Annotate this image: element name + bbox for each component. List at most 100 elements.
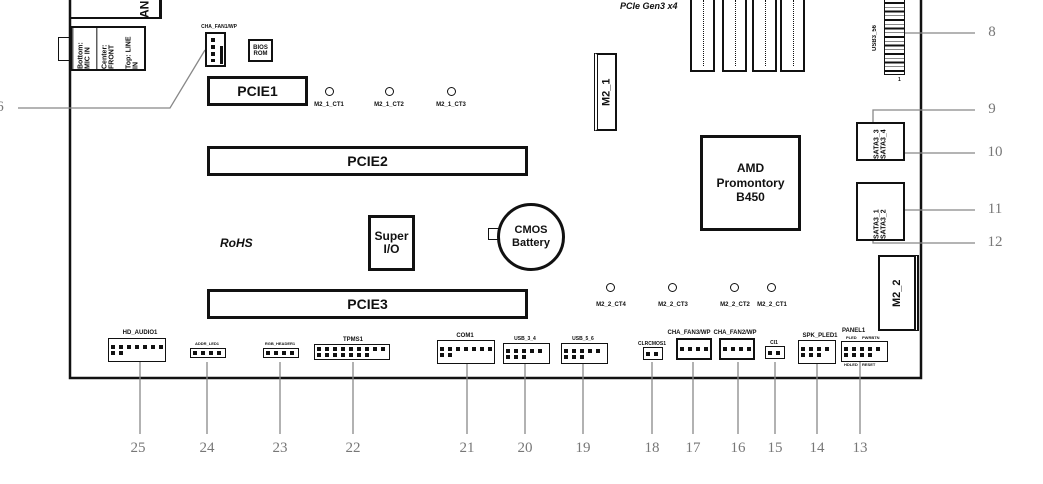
usb3-pin1-label: 1 — [898, 77, 901, 83]
usb56-label: USB_5_6 — [572, 336, 594, 342]
rohs-label: RoHS — [220, 236, 253, 250]
callout-15: 15 — [767, 440, 783, 456]
callout-10: 10 — [987, 144, 1003, 160]
memory-slot-1 — [690, 0, 715, 72]
cmos-battery: CMOS Battery — [497, 203, 565, 271]
board-outline — [68, 0, 923, 380]
rear-io-fan-block: AN — [70, 0, 162, 19]
callout-14: 14 — [809, 440, 825, 456]
hd-audio-label: HD_AUDIO1 — [122, 330, 158, 336]
spk-pled-label: SPK_PLED1 — [802, 333, 838, 339]
callout-12: 12 — [987, 234, 1003, 250]
m2-2-ct3-standoff — [668, 283, 677, 292]
bios-rom: BIOS ROM — [248, 39, 273, 62]
m2-1-slot: M2_1 — [594, 53, 617, 131]
pcie3-slot: PCIE3 — [207, 289, 528, 319]
m2-2-ct2-standoff — [730, 283, 739, 292]
sata3-34-connector: SATA3_3 SATA3_4 — [856, 122, 905, 161]
callout-6: 6 — [0, 99, 4, 115]
usb56-header — [561, 343, 608, 364]
rear-fan-label: AN — [130, 0, 160, 19]
cha-fan1-label: CHA_FAN1/WP — [201, 24, 237, 30]
cha-fan2-label: CHA_FAN2/WP — [713, 330, 757, 336]
panel-header — [841, 341, 888, 362]
m2-2-ct4-label: M2_2_CT4 — [596, 302, 626, 308]
m2-1-ct2-standoff — [385, 87, 394, 96]
audio-jack-block: Bottom: MIC IN Center: FRONT Top: LINE I… — [70, 26, 146, 71]
callout-16: 16 — [730, 440, 746, 456]
clrcmos-jumper — [643, 347, 663, 360]
panel-label: PANEL1 — [842, 328, 866, 334]
callout-22: 22 — [345, 440, 361, 456]
usb34-label: USB_3_4 — [514, 336, 536, 342]
callout-11: 11 — [987, 201, 1003, 217]
ci-header — [765, 346, 785, 359]
callout-24: 24 — [199, 440, 215, 456]
m2-1-ct3-standoff — [447, 87, 456, 96]
reset-label: RESET — [862, 362, 876, 367]
m2-2-ct4-standoff — [606, 283, 615, 292]
rgb-header — [263, 348, 299, 358]
m2-1-ct1-label: M2_1_CT1 — [314, 102, 344, 108]
callout-17: 17 — [685, 440, 701, 456]
audio-mic-in: Bottom: MIC IN — [72, 28, 97, 69]
pled-label: PLED — [846, 335, 857, 340]
pwrbtn-label: PWRBTN — [862, 335, 880, 340]
audio-line-in: Top: LINE IN — [125, 36, 140, 69]
tpms-header — [314, 344, 390, 360]
usb34-header — [503, 343, 550, 364]
com-label: COM1 — [456, 333, 474, 339]
callout-13: 13 — [852, 440, 868, 456]
addr-led-header — [190, 348, 226, 358]
audio-front: Center: FRONT — [96, 28, 121, 69]
tpms-label: TPMS1 — [342, 337, 364, 343]
com-header — [437, 340, 495, 364]
callout-8: 8 — [988, 24, 996, 40]
usb3-56-header — [884, 0, 905, 75]
cha-fan3-label: CHA_FAN3/WP — [667, 330, 711, 336]
cha-fan2-connector — [719, 338, 755, 360]
super-io-chip: Super I/O — [368, 215, 415, 271]
pcie2-slot: PCIE2 — [207, 146, 528, 176]
callout-19: 19 — [575, 440, 591, 456]
usb3-56-label: USB3_56 — [872, 25, 878, 52]
spk-pled-header — [798, 340, 836, 364]
callout-9: 9 — [988, 101, 996, 117]
m2-2-label: M2_2 — [891, 279, 903, 307]
sata3-12-label: SATA3_1 SATA3_2 — [873, 209, 888, 239]
m2-2-ct3-label: M2_2_CT3 — [658, 302, 688, 308]
callout-21: 21 — [459, 440, 475, 456]
callout-20: 20 — [517, 440, 533, 456]
memory-slot-4 — [780, 0, 805, 72]
memory-slot-3 — [752, 0, 777, 72]
pcie1-slot: PCIE1 — [207, 76, 308, 106]
m2-1-label: M2_1 — [600, 78, 613, 106]
hd-audio-header — [108, 338, 166, 362]
rgb-header-label: RGB_HEADER1 — [264, 341, 296, 346]
ci-label: CI1 — [770, 340, 778, 346]
leader-12 — [872, 240, 975, 244]
clrcmos-label: CLRCMOS1 — [637, 341, 667, 347]
m2-1-ct3-label: M2_1_CT3 — [436, 102, 466, 108]
hdled-label: HDLED — [844, 362, 858, 367]
cha-fan3-connector — [676, 338, 712, 360]
leader-9 — [872, 109, 975, 122]
callout-18: 18 — [644, 440, 660, 456]
addr-led-label: ADDR_LED1 — [194, 341, 220, 346]
m2-1-ct1-standoff — [325, 87, 334, 96]
cha-fan1-connector — [205, 32, 226, 67]
sata3-34-label: SATA3_3 SATA3_4 — [873, 129, 888, 159]
m2-1-ct2-label: M2_1_CT2 — [374, 102, 404, 108]
leader-6 — [18, 49, 206, 109]
pcie-gen-label: PCIe Gen3 x4 — [620, 1, 678, 11]
memory-slot-2 — [722, 0, 747, 72]
sata3-12-connector: SATA3_1 SATA3_2 — [856, 182, 905, 241]
m2-2-ct2-label: M2_2_CT2 — [720, 302, 750, 308]
amd-chipset: AMD Promontory B450 — [700, 135, 801, 231]
m2-2-ct1-label: M2_2_CT1 — [757, 302, 787, 308]
callout-25: 25 — [130, 440, 146, 456]
callout-23: 23 — [272, 440, 288, 456]
m2-2-slot: M2_2 — [878, 255, 919, 331]
